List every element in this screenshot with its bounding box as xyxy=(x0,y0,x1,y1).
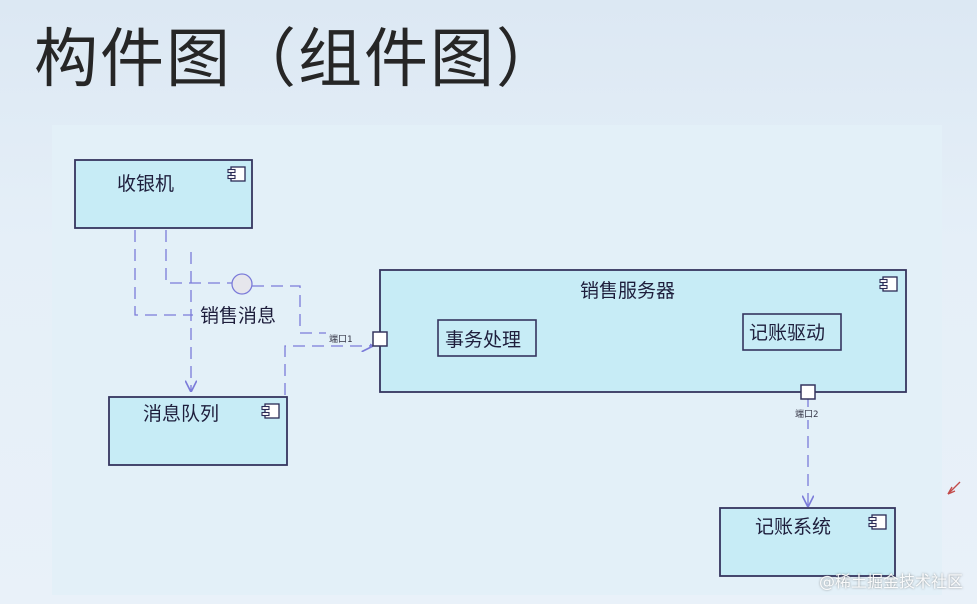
component-cashier: 收银机 xyxy=(74,159,253,229)
component-queue-label: 消息队列 xyxy=(143,403,219,425)
component-server-label: 销售服务器 xyxy=(580,280,675,302)
cashier-to-interface-line xyxy=(165,230,232,284)
port2: 端口2 xyxy=(793,384,829,420)
component-bookkeeping-system: 记账系统 xyxy=(719,507,896,577)
component-bookkeeping-driver-label: 记账驱动 xyxy=(749,322,825,344)
port1: 端口1 xyxy=(326,331,388,347)
component-transaction-label: 事务处理 xyxy=(445,329,521,351)
queue-to-port1-line xyxy=(284,346,372,395)
interface-circle-icon xyxy=(231,273,253,295)
component-icon xyxy=(868,514,887,530)
cashier-left-line xyxy=(134,230,193,316)
interface-label-bg xyxy=(196,300,288,330)
component-bookkeeping-driver: 记账驱动 xyxy=(742,313,842,351)
component-icon xyxy=(879,276,898,292)
component-cashier-label: 收银机 xyxy=(117,173,174,195)
pen-cursor-icon xyxy=(947,481,961,495)
watermark: @稀土掘金技术社区 xyxy=(818,572,963,591)
component-icon xyxy=(227,166,246,182)
component-queue: 消息队列 xyxy=(108,396,288,466)
interface-label: 销售消息 xyxy=(200,305,276,327)
component-bookkeeping-system-label: 记账系统 xyxy=(755,516,831,538)
port1-label: 端口1 xyxy=(329,333,352,345)
component-icon xyxy=(261,403,280,419)
component-transaction: 事务处理 xyxy=(437,319,537,357)
slide-title: 构件图（组件图） xyxy=(34,23,562,97)
port2-label: 端口2 xyxy=(795,408,818,420)
interface-to-port1-line xyxy=(252,285,370,334)
